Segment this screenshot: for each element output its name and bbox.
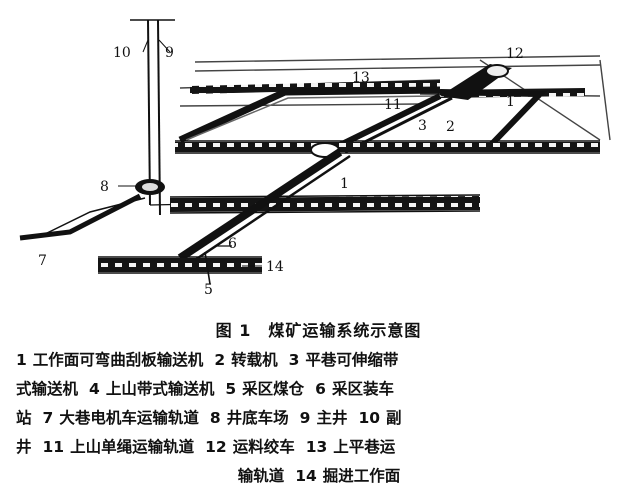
label-3: 3 (418, 118, 427, 134)
label-4: 4 (273, 188, 282, 204)
legend-item: 5 采区煤仓 (225, 380, 304, 398)
legend-number: 1 (16, 351, 27, 369)
legend-item: 10 副 (358, 409, 401, 427)
legend-text: 运料绞车 (232, 438, 295, 456)
legend-item: 7 大巷电机车运输轨道 (43, 409, 199, 427)
label-1a: 1 (506, 94, 515, 110)
legend-number: 7 (42, 409, 54, 427)
legend-text: 掘进工作面 (322, 467, 401, 485)
legend-item: 13 上平巷运 (306, 438, 396, 456)
figure-caption: 图 1 煤矿运输系统示意图 (215, 321, 422, 340)
legend-number: 9 (299, 409, 311, 427)
legend-item: 14 掘进工作面 (295, 467, 400, 485)
label-9: 9 (165, 45, 174, 61)
gate-road-conveyor (175, 140, 600, 158)
legend-line: 1 工作面可弯曲刮板输送机 2 转载机 3 平巷可伸缩带 (16, 346, 622, 375)
label-2: 2 (446, 119, 455, 135)
legend-text: 转载机 (231, 351, 278, 369)
legend-item: 11 上山单绳运输轨道 (43, 438, 195, 456)
legend-text: 井底车场 (226, 409, 289, 427)
mine-transport-diagram: 10 9 12 13 1 11 3 2 8 1 4 6 7 14 5 (19, 19, 611, 298)
legend-number: 10 (358, 409, 381, 427)
legend-item: 12 运料绞车 (205, 438, 295, 456)
incline-belt-conveyor-4 (177, 148, 351, 264)
legend-number: 6 (315, 380, 326, 398)
legend-line: 式输送机 4 上山带式输送机 5 采区煤仓 6 采区装车 (16, 375, 622, 404)
legend-text: 采区煤仓 (242, 380, 305, 398)
legend-line: 井 11 上山单绳运输轨道 12 运料绞车 13 上平巷运 (16, 433, 622, 462)
haulage-winch-12 (440, 64, 512, 100)
legend-text: 平巷可伸缩带 (305, 351, 399, 369)
legend-item: 2 转载机 (214, 351, 277, 369)
legend-text: 采区装车 (331, 380, 394, 398)
label-5: 5 (204, 282, 213, 298)
legend-item: 4 上山带式输送机 (89, 380, 214, 398)
legend-line: 输轨道 14 掘进工作面 (16, 462, 622, 491)
legend-number: 4 (89, 380, 100, 398)
legend-text: 上山单绳运输轨道 (70, 438, 195, 456)
legend-number: 5 (225, 380, 237, 398)
leader-lines (118, 39, 262, 267)
legend-item: 6 采区装车 (315, 380, 394, 398)
legend-number: 12 (205, 438, 227, 456)
legend-number: 2 (214, 351, 226, 369)
legend-item: 井 (16, 438, 32, 456)
legend-item: 8 井底车场 (210, 409, 289, 427)
legend-item: 9 主井 (300, 409, 348, 427)
legend-item: 输轨道 (238, 467, 285, 485)
legend-text: 工作面可弯曲刮板输送机 (32, 351, 204, 369)
legend-text: 大巷电机车运输轨道 (59, 409, 199, 427)
label-7: 7 (38, 253, 47, 269)
label-6: 6 (228, 236, 237, 252)
legend-text: 井 (16, 438, 32, 456)
development-face-14 (98, 256, 262, 274)
label-11: 11 (384, 97, 402, 113)
label-8: 8 (100, 179, 109, 195)
legend-number: 11 (42, 438, 65, 456)
legend-item: 3 平巷可伸缩带 (289, 351, 399, 369)
legend-number: 14 (295, 467, 317, 485)
legend-text: 副 (386, 409, 402, 427)
coal-bunker-5 (204, 251, 211, 285)
legend-number: 13 (305, 438, 328, 456)
legend-item: 1 工作面可弯曲刮板输送机 (16, 351, 203, 369)
label-12: 12 (506, 46, 524, 62)
legend-text: 上山带式输送机 (105, 380, 215, 398)
middle-roadway (169, 194, 481, 214)
legend-text: 站 (16, 409, 32, 427)
label-1b: 1 (340, 176, 349, 192)
figure-legend: 1 工作面可弯曲刮板输送机 2 转载机 3 平巷可伸缩带式输送机 4 上山带式输送机 5 采区煤仓… (16, 346, 622, 491)
legend-text: 主井 (316, 409, 348, 427)
legend-text: 输轨道 (237, 467, 285, 485)
legend-text: 式输送机 (16, 380, 79, 398)
working-face-frame (178, 86, 547, 151)
legend-item: 站 (16, 409, 32, 427)
legend-number: 3 (288, 351, 300, 369)
label-10: 10 (113, 45, 131, 61)
legend-number: 8 (209, 409, 221, 427)
label-13: 13 (352, 70, 370, 86)
legend-text: 上平巷运 (333, 438, 396, 456)
label-14: 14 (266, 259, 284, 275)
legend-item: 式输送机 (16, 380, 78, 398)
shaft-bottom-yard-8 (135, 179, 165, 195)
